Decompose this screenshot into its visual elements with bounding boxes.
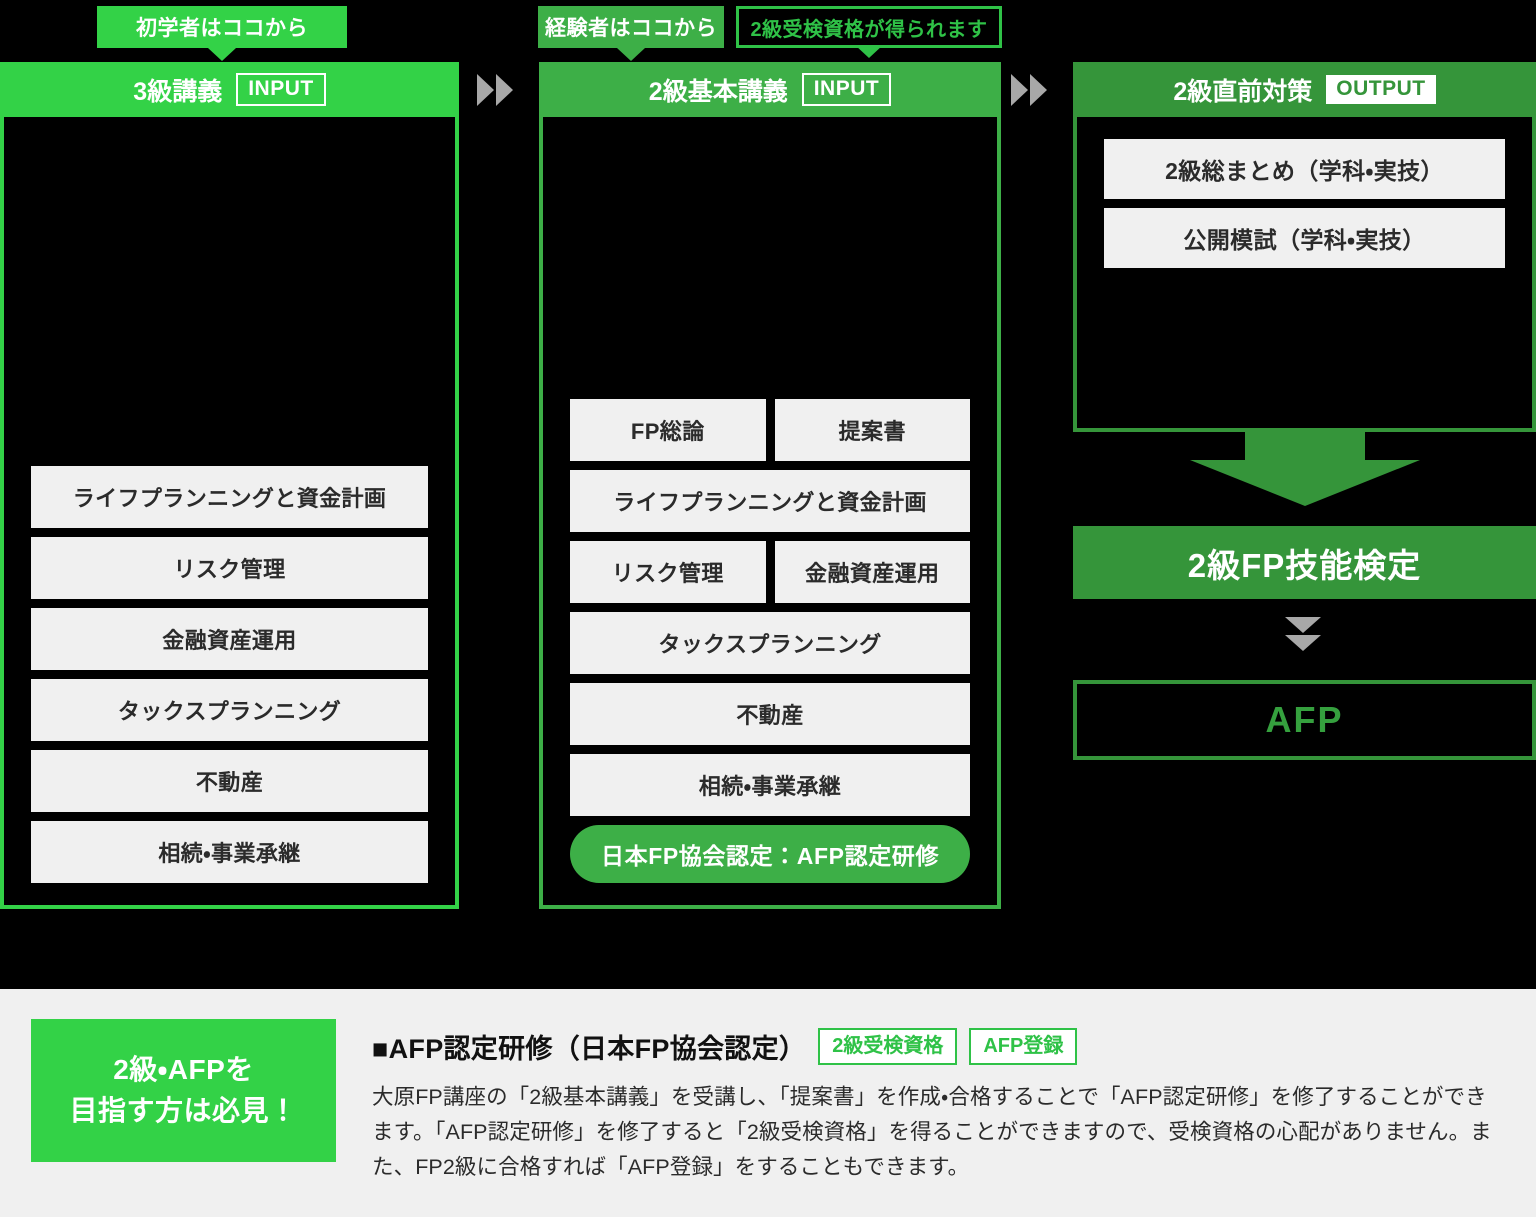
- column-body-grade2-basic: FP総論 提案書 ライフプランニングと資金計画 リスク管理 金融資産運用 タック…: [539, 117, 1001, 909]
- subject-item[interactable]: 金融資産運用: [31, 608, 428, 670]
- subject-item[interactable]: タックスプランニング: [570, 612, 970, 674]
- footer-tag-eligibility: 2級受検資格: [818, 1028, 958, 1065]
- footer-content: ■AFP認定研修（日本FP協会認定） 2級受検資格 AFP登録 大原FP講座の「…: [372, 1019, 1500, 1184]
- footer-badge-line2: 目指す方は必見！: [69, 1094, 298, 1126]
- exam-grade2-fp-box: 2級FP技能検定: [1073, 526, 1536, 599]
- chevron-right-icon: [477, 74, 494, 106]
- callout-eligibility-label: 2級受検資格が得られます: [750, 18, 988, 41]
- column-grade2-final-prep: 2級直前対策 OUTPUT 2級総まとめ（学科・実技） 公開模試（学科・実技）: [1073, 62, 1536, 432]
- column-body-grade3: ライフプランニングと資金計画 リスク管理 金融資産運用 タックスプランニング 不…: [0, 117, 459, 909]
- footer-highlight-badge: 2級・AFPを 目指す方は必見！: [31, 1019, 336, 1162]
- subject-item[interactable]: リスク管理: [570, 541, 766, 603]
- column-header-grade3: 3級講義 INPUT: [0, 62, 459, 117]
- column-title: 2級基本講義: [648, 77, 788, 106]
- footer-section: 2級・AFPを 目指す方は必見！ ■AFP認定研修（日本FP協会認定） 2級受検…: [0, 989, 1536, 1217]
- subject-item[interactable]: ライフプランニングと資金計画: [570, 470, 970, 532]
- callout-eligibility: 2級受検資格が得られます: [736, 6, 1002, 54]
- subject-item[interactable]: 不動産: [570, 683, 970, 745]
- afp-result-box: AFP: [1073, 680, 1536, 760]
- flow-chevron-right-icon-2: [1011, 74, 1047, 106]
- flow-chevron-down-icon: [1285, 617, 1321, 651]
- subject-list-grade2-final: 2級総まとめ（学科・実技） 公開模試（学科・実技）: [1104, 139, 1505, 268]
- subject-item[interactable]: 不動産: [31, 750, 428, 812]
- column-grade2-basic-lecture: 2級基本講義 INPUT FP総論 提案書 ライフプランニングと資金計画 リスク…: [539, 62, 1001, 909]
- subject-row: 公開模試（学科・実技）: [1104, 208, 1505, 268]
- column-title: 2級直前対策: [1173, 77, 1313, 106]
- subject-row: 不動産: [570, 683, 970, 745]
- output-tag: OUTPUT: [1326, 74, 1436, 105]
- chevron-right-icon: [1011, 74, 1028, 106]
- footer-heading-row: ■AFP認定研修（日本FP協会認定） 2級受検資格 AFP登録: [372, 1027, 1500, 1066]
- flow-chevron-right-icon-1: [477, 74, 513, 106]
- arrow-shaft: [1245, 432, 1365, 462]
- column-header-grade2-basic: 2級基本講義 INPUT: [539, 62, 1001, 117]
- subject-item[interactable]: 金融資産運用: [774, 541, 970, 603]
- subject-row: ライフプランニングと資金計画: [31, 466, 428, 528]
- arrow-head: [1190, 460, 1420, 506]
- callout-beginner-label: 初学者はココから: [136, 17, 308, 40]
- subject-item[interactable]: FP総論: [570, 399, 766, 461]
- column-title: 3級講義: [133, 77, 223, 106]
- subject-item[interactable]: リスク管理: [31, 537, 428, 599]
- input-tag: INPUT: [801, 72, 892, 107]
- subject-item[interactable]: 提案書: [774, 399, 970, 461]
- afp-certification-pill[interactable]: 日本FP協会認定：AFP認定研修: [570, 825, 970, 883]
- subject-item[interactable]: 公開模試（学科・実技）: [1104, 208, 1505, 268]
- subject-row: FP総論 提案書: [570, 399, 970, 461]
- subject-row: タックスプランニング: [31, 679, 428, 741]
- callout-notch-icon: [858, 44, 880, 54]
- chevron-right-icon: [496, 74, 513, 106]
- chevron-down-icon: [1285, 635, 1321, 651]
- callout-experienced: 経験者はココから: [538, 6, 724, 48]
- down-arrow-icon: [1190, 432, 1420, 506]
- subject-row: ライフプランニングと資金計画: [570, 470, 970, 532]
- chevron-right-icon: [1030, 74, 1047, 106]
- subject-row: 相続・事業承継: [570, 754, 970, 816]
- subject-row: 不動産: [31, 750, 428, 812]
- column-body-grade2-final: 2級総まとめ（学科・実技） 公開模試（学科・実技）: [1073, 117, 1536, 432]
- footer-tag-afp-registration: AFP登録: [969, 1028, 1078, 1065]
- column-grade3-lecture: 3級講義 INPUT ライフプランニングと資金計画 リスク管理 金融資産運用 タ…: [0, 62, 459, 909]
- subject-row: リスク管理: [31, 537, 428, 599]
- subject-item[interactable]: 相続・事業承継: [570, 754, 970, 816]
- subject-item[interactable]: 相続・事業承継: [31, 821, 428, 883]
- subject-list-grade3: ライフプランニングと資金計画 リスク管理 金融資産運用 タックスプランニング 不…: [31, 466, 428, 883]
- column-header-grade2-final: 2級直前対策 OUTPUT: [1073, 62, 1536, 117]
- subject-item[interactable]: ライフプランニングと資金計画: [31, 466, 428, 528]
- footer-badge-line1: 2級・AFPを: [113, 1053, 254, 1085]
- subject-row: 相続・事業承継: [31, 821, 428, 883]
- subject-row: 金融資産運用: [31, 608, 428, 670]
- callout-experienced-label: 経験者はココから: [545, 17, 717, 40]
- subject-list-grade2-basic: FP総論 提案書 ライフプランニングと資金計画 リスク管理 金融資産運用 タック…: [570, 399, 970, 883]
- chevron-down-icon: [1285, 617, 1321, 633]
- input-tag: INPUT: [236, 72, 326, 107]
- callout-beginner: 初学者はココから: [97, 6, 347, 48]
- subject-row: リスク管理 金融資産運用: [570, 541, 970, 603]
- subject-item[interactable]: タックスプランニング: [31, 679, 428, 741]
- footer-body-text: 大原FP講座の「2級基本講義」を受講し、「提案書」を作成・合格することで「AFP…: [372, 1085, 1492, 1179]
- footer-heading: ■AFP認定研修（日本FP協会認定）: [372, 1034, 807, 1064]
- subject-row: タックスプランニング: [570, 612, 970, 674]
- subject-item[interactable]: 2級総まとめ（学科・実技）: [1104, 139, 1505, 199]
- subject-row: 2級総まとめ（学科・実技）: [1104, 139, 1505, 199]
